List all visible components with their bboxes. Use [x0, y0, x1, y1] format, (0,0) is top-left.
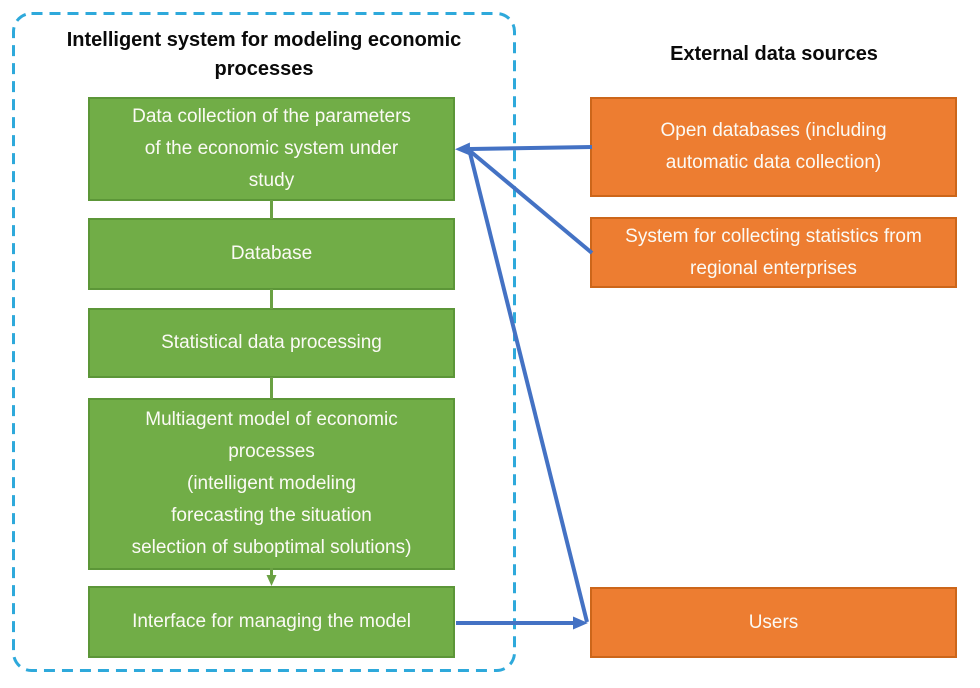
right-panel-title: External data sources — [670, 43, 878, 65]
node-label: Statistical data processing — [161, 332, 382, 353]
node-label: Multiagent model of economic processes (… — [131, 409, 412, 558]
node-users: Users — [590, 587, 957, 658]
node-statistics-system: System for collecting statistics from re… — [590, 217, 957, 288]
edge-users-to-data-collection — [468, 152, 589, 623]
node-label: Open databases (including automatic data… — [660, 120, 887, 173]
node-label: Interface for managing the model — [132, 611, 411, 632]
node-open-databases: Open databases (including automatic data… — [590, 97, 957, 197]
edge-open-databases-to-data-collection — [455, 142, 593, 156]
edge-statistics-system-to-data-collection — [468, 149, 594, 255]
node-statistical-processing: Statistical data processing — [88, 308, 455, 378]
node-data-collection: Data collection of the parameters of the… — [88, 97, 455, 201]
node-label: System for collecting statistics from re… — [625, 225, 922, 279]
node-interface: Interface for managing the model — [88, 586, 455, 658]
node-label: Users — [748, 611, 799, 633]
left-panel-title: Intelligent system for modeling economic… — [66, 29, 462, 80]
node-label: Data collection of the parameters of the… — [132, 106, 411, 191]
node-label: Database — [230, 243, 313, 264]
node-multiagent-model: Multiagent model of economic processes (… — [88, 398, 455, 570]
node-database: Database — [88, 218, 455, 290]
